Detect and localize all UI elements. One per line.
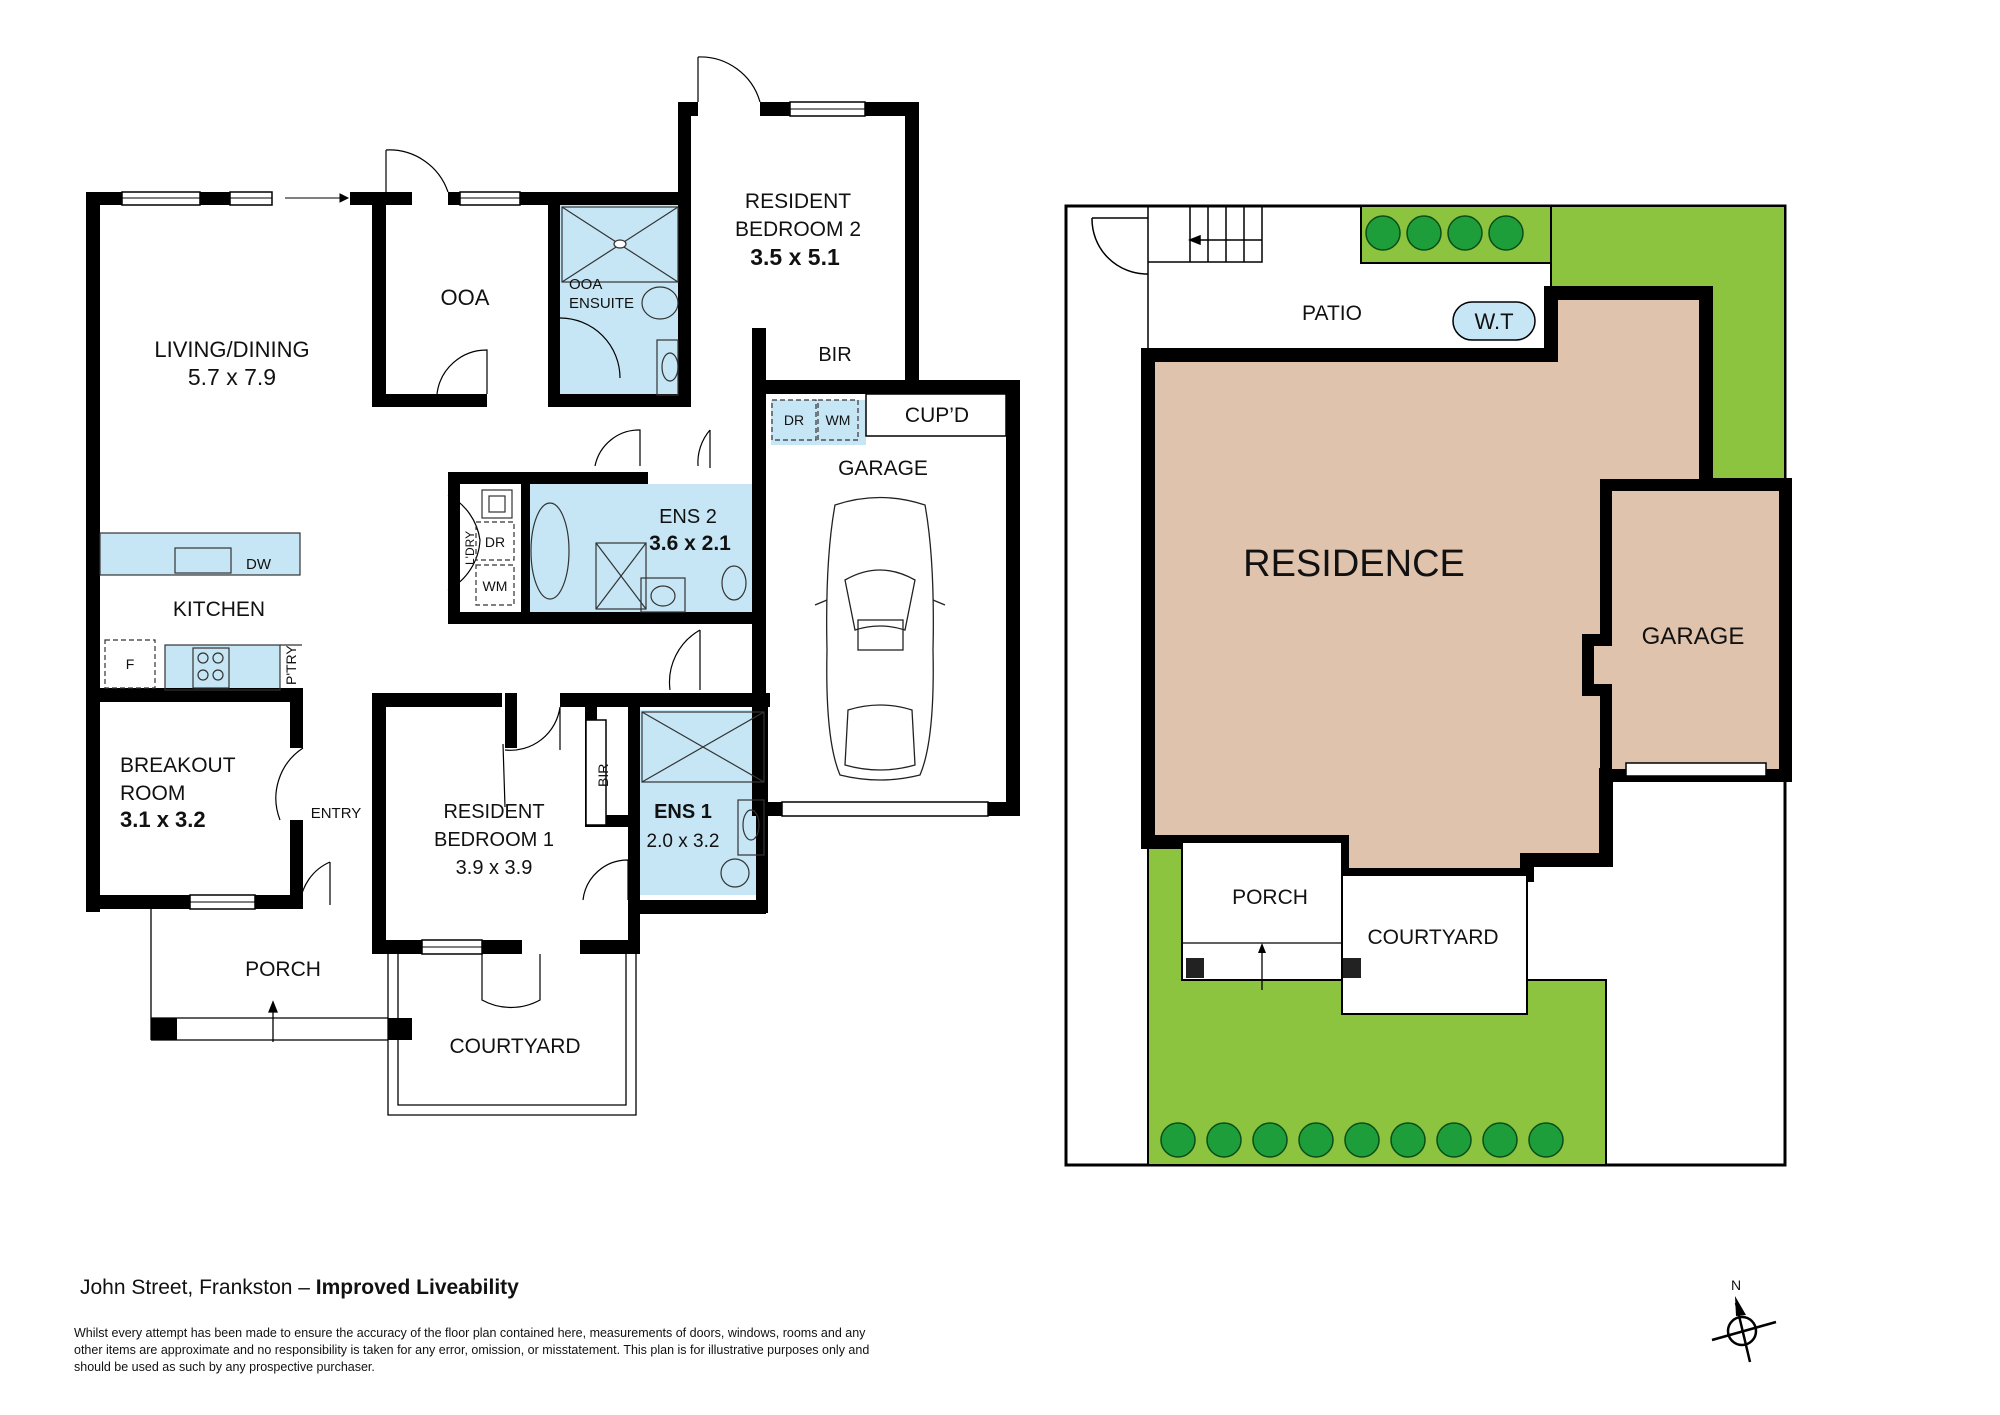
wet-areas — [100, 205, 866, 895]
laundry-wm-label: WM — [483, 578, 508, 594]
porch-posts — [151, 1018, 412, 1040]
window-sills — [122, 108, 865, 948]
breakout-size: 3.1 x 3.2 — [120, 807, 206, 832]
entry-label: ENTRY — [311, 805, 362, 822]
water-tank — [1452, 301, 1536, 341]
ens1-label: ENS 1 — [654, 801, 712, 823]
living-dining-label: LIVING/DINING — [154, 337, 309, 362]
breakout-label-2: ROOM — [120, 782, 185, 805]
ens2-size: 3.6 x 2.1 — [649, 532, 731, 555]
porch-arrow-head — [1258, 943, 1266, 953]
porch-label: PORCH — [245, 958, 321, 981]
porch-site-label: PORCH — [1232, 886, 1308, 909]
north-label: N — [1731, 1277, 1741, 1293]
address: John Street, Frankston – — [80, 1276, 316, 1299]
garage-label: GARAGE — [838, 457, 928, 480]
floor-plan: LIVING/DINING 5.7 x 7.9 OOA OOA ENSUITE … — [86, 56, 1020, 1116]
fixtures — [99, 206, 765, 888]
water-tank-label: W.T — [1474, 309, 1513, 334]
living-dining-size: 5.7 x 7.9 — [188, 364, 276, 390]
bedroom1-size: 3.9 x 3.9 — [456, 857, 533, 879]
laundry-label: L'DRY — [463, 531, 477, 565]
site-labels: PATIO W.T RESIDENCE GARAGE PORCH COURTYA… — [1232, 302, 1744, 949]
laundry-dr-label: DR — [485, 534, 505, 550]
ooa-ensuite-label-2: ENSUITE — [569, 295, 634, 312]
fridge-label: F — [126, 656, 135, 672]
dishwasher-label: DW — [246, 556, 272, 573]
courtyard-label: COURTYARD — [449, 1035, 580, 1058]
kitchen-label: KITCHEN — [173, 598, 265, 621]
bedroom2-label-2: BEDROOM 2 — [735, 218, 861, 241]
room-labels: LIVING/DINING 5.7 x 7.9 OOA OOA ENSUITE … — [120, 190, 969, 1058]
bedroom2-label-1: RESIDENT — [745, 190, 851, 213]
footer-title: John Street, Frankston – Improved Liveab… — [80, 1276, 519, 1300]
outdoor-outlines — [150, 909, 637, 1116]
garage-site-label: GARAGE — [1642, 623, 1745, 650]
porch-post — [1343, 958, 1361, 978]
door-swings — [275, 56, 761, 1009]
site-plan: PATIO W.T RESIDENCE GARAGE PORCH COURTYA… — [1064, 204, 1792, 1167]
ens2-label: ENS 2 — [659, 506, 717, 528]
dashed-appliances — [104, 399, 859, 689]
plan-title: Improved Liveability — [315, 1276, 519, 1299]
bir-bottom-label: BIR — [595, 764, 611, 787]
ooa-ensuite-label-1: OOA — [569, 276, 602, 293]
bir-box — [585, 719, 607, 826]
porch-courtyard-boxes — [1181, 841, 1528, 1015]
garage-footprint — [1582, 479, 1791, 781]
car-icon — [814, 496, 946, 781]
courtyard-site-label: COURTYARD — [1367, 926, 1498, 949]
cupd-label: CUP’D — [905, 404, 969, 427]
bedroom2-size: 3.5 x 5.1 — [750, 244, 840, 270]
bir-top-label: BIR — [818, 344, 851, 366]
patio-elements — [1091, 206, 1263, 355]
patio-label: PATIO — [1302, 302, 1362, 325]
garage-dr-label: DR — [784, 412, 804, 428]
porch-post — [1186, 958, 1204, 978]
breakout-label-1: BREAKOUT — [120, 754, 236, 777]
garage-wm-label: WM — [826, 412, 851, 428]
disclaimer: Whilst every attempt has been made to en… — [74, 1326, 870, 1374]
bir-top-box — [766, 334, 905, 380]
bedroom1-label-1: RESIDENT — [443, 801, 544, 823]
ooa-label: OOA — [441, 285, 490, 310]
pantry-label: P'TRY — [283, 645, 299, 685]
ens1-size: 2.0 x 3.2 — [647, 831, 720, 852]
cupboard-box — [865, 393, 1007, 437]
trees — [1160, 215, 1564, 1158]
bedroom1-label-2: BEDROOM 1 — [434, 829, 554, 851]
residence-label: RESIDENCE — [1243, 543, 1465, 585]
garage-door — [1625, 762, 1767, 777]
north-compass-icon: N — [1711, 1277, 1777, 1363]
